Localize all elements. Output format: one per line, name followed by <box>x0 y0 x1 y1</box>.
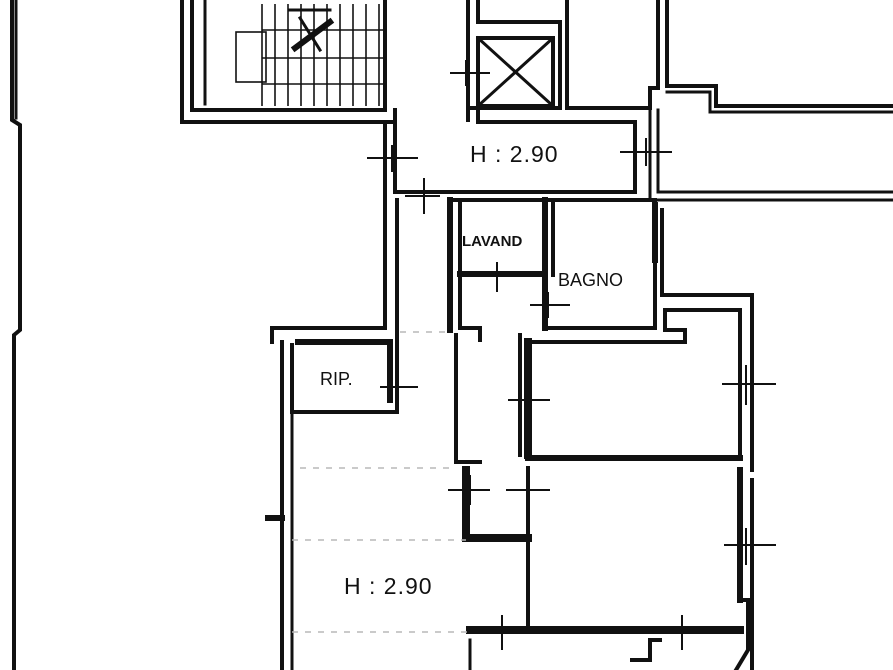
storage-closet: RIP. <box>290 339 418 414</box>
laundry-label: LAVAND <box>462 233 522 250</box>
right-top-block <box>565 0 893 114</box>
stair-direction-mark <box>288 8 335 53</box>
stairwell <box>180 0 397 124</box>
outer-building-outline <box>10 0 22 670</box>
dashed-lines <box>292 331 470 633</box>
stair-treads <box>261 4 385 106</box>
living-room-height-label: H : 2.90 <box>344 573 433 599</box>
apartment-walls <box>265 190 754 670</box>
elevator-shaft <box>450 0 562 122</box>
bathroom-label: BAGNO <box>558 270 623 290</box>
landing-height-label: H : 2.90 <box>470 141 559 167</box>
door-marks <box>448 262 776 650</box>
storage-label: RIP. <box>320 369 353 389</box>
